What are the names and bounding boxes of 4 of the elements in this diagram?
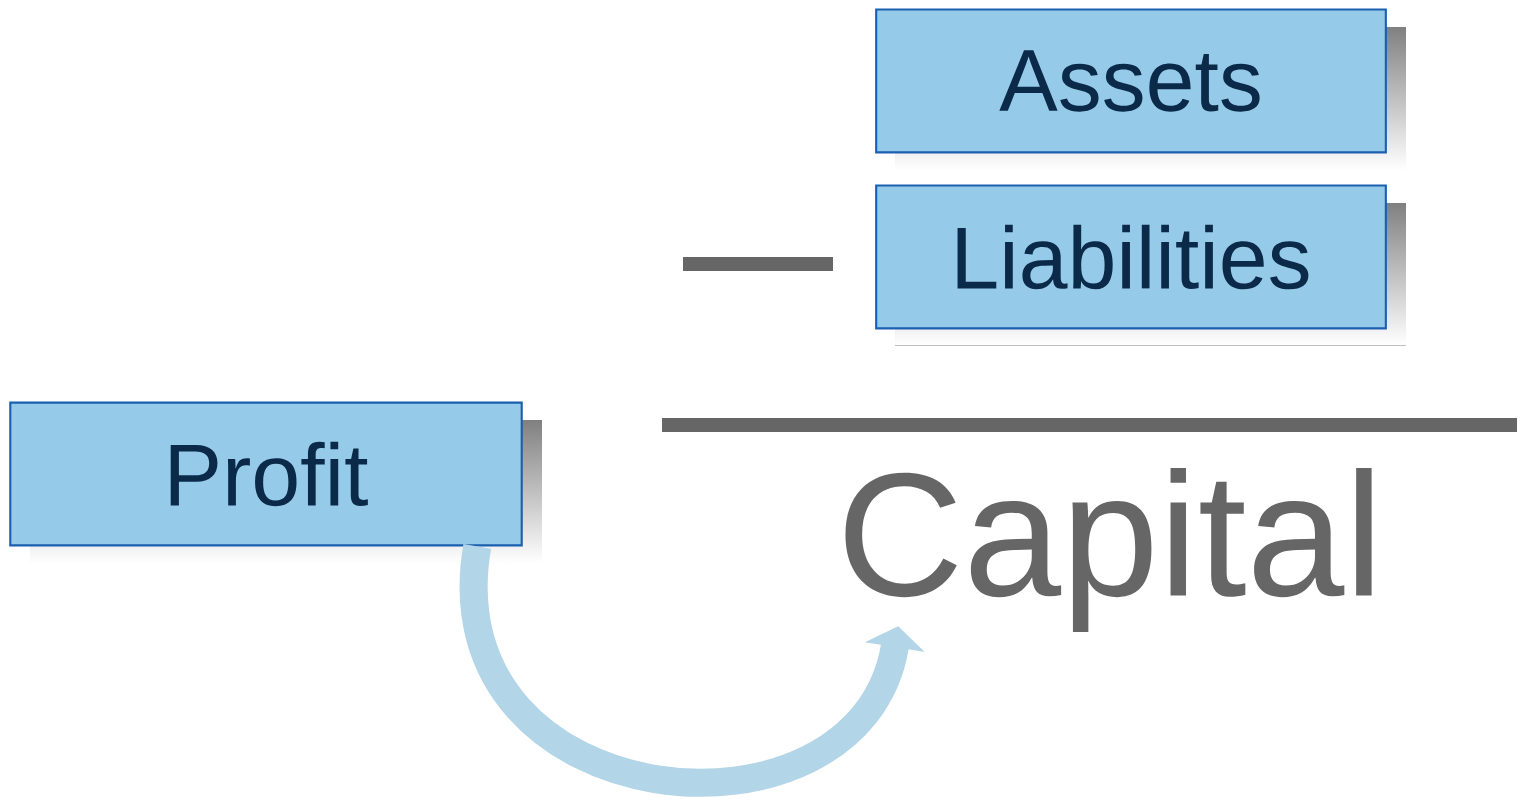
- label-box: Profit: [9, 401, 542, 564]
- term-text: Capital: [845, 468, 1372, 632]
- label-box: Liabilities: [875, 184, 1406, 346]
- label-box: Assets: [875, 8, 1406, 171]
